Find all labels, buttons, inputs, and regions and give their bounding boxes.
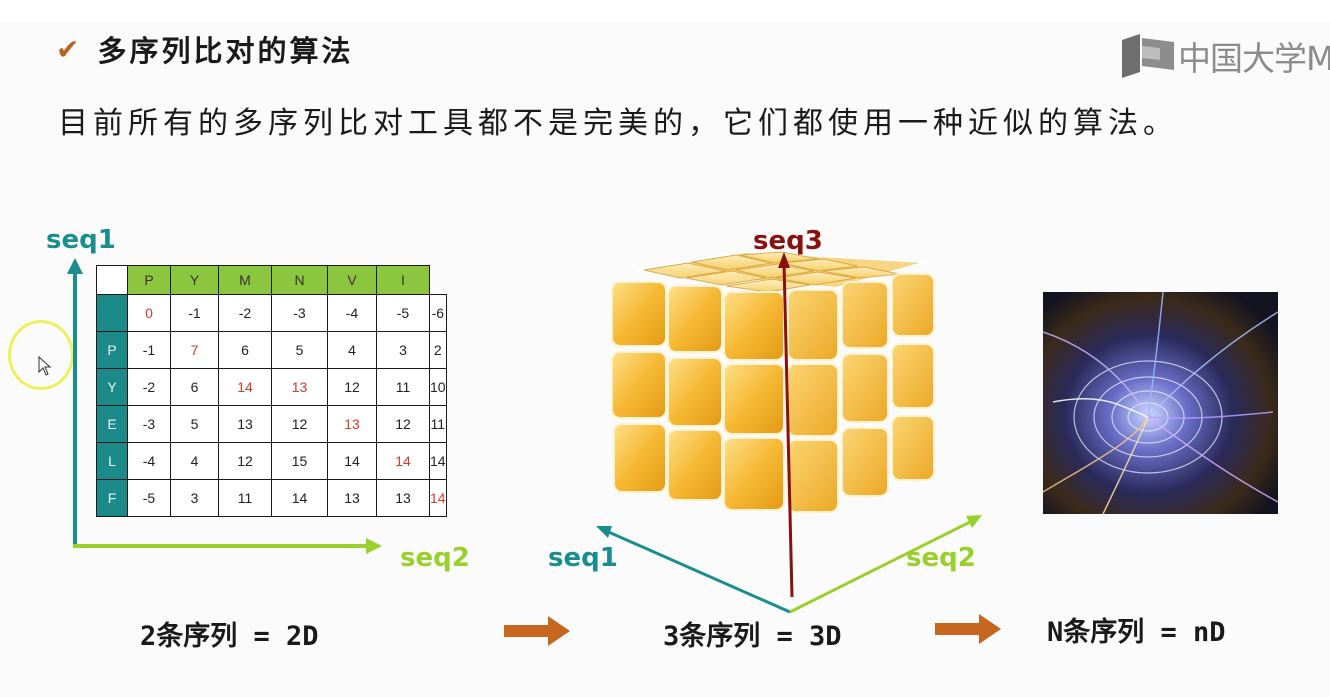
row-header: P <box>96 331 128 369</box>
seq1-label-3d: seq1 <box>548 543 618 573</box>
seq1-axis-3d <box>596 526 791 614</box>
table-cell: 12 <box>271 405 328 443</box>
row-header: F <box>96 479 128 517</box>
table-header-row: P Y M N V I <box>96 265 447 295</box>
table-row: E -3 5 13 12 13 12 11 <box>96 405 447 443</box>
table-cell: -2 <box>218 294 272 332</box>
table-cell: 5 <box>170 405 219 443</box>
col-header: M <box>218 265 272 295</box>
table-cell: 11 <box>218 479 272 517</box>
right-arrow-icon <box>504 616 570 646</box>
row-header: L <box>96 442 128 480</box>
col-header: Y <box>170 265 219 295</box>
table-cell: 15 <box>271 442 328 480</box>
table-cell: 3 <box>170 479 219 517</box>
table-row: P -1 7 6 5 4 3 2 <box>96 331 447 369</box>
table-cell: -4 <box>127 442 171 480</box>
seq2-label-2d: seq2 <box>400 543 470 573</box>
table-cell: 14 <box>429 479 447 517</box>
seq1-axis-2d <box>67 258 83 546</box>
rubiks-cube-illustration <box>596 250 982 614</box>
table-cell: -1 <box>170 294 219 332</box>
table-cell: 0 <box>127 294 171 332</box>
table-cell: -5 <box>127 479 171 517</box>
table-cell: 13 <box>218 405 272 443</box>
table-cell: 13 <box>327 405 377 443</box>
table-corner <box>96 265 128 295</box>
cursor-highlight-ring <box>8 320 74 390</box>
table-cell: 13 <box>327 479 377 517</box>
table-cell: -1 <box>127 331 171 369</box>
col-header: N <box>271 265 328 295</box>
table-row: L -4 4 12 15 14 14 14 <box>96 442 447 480</box>
mouse-pointer-icon <box>38 356 52 376</box>
table-cell: -4 <box>327 294 377 332</box>
table-cell: -3 <box>127 405 171 443</box>
table-cell: 7 <box>170 331 219 369</box>
slide-title: 多序列比对的算法 <box>97 34 354 68</box>
logo: 中国大学M <box>1120 32 1330 80</box>
title-row: ✔ 多序列比对的算法 <box>56 28 353 70</box>
table-row: 0 -1 -2 -3 -4 -5 -6 <box>96 294 447 332</box>
table-cell: 4 <box>170 442 219 480</box>
row-header: Y <box>96 368 128 406</box>
seq2-axis-2d <box>73 538 382 554</box>
col-header: V <box>327 265 377 295</box>
table-cell: 14 <box>327 442 377 480</box>
table-cell: 12 <box>327 368 377 406</box>
table-cell: 6 <box>218 331 272 369</box>
table-cell: -6 <box>429 294 447 332</box>
table-cell: -3 <box>271 294 328 332</box>
dp-matrix: P Y M N V I 0 -1 -2 -3 -4 -5 -6 P -1 7 6… <box>96 265 447 517</box>
table-cell: -2 <box>127 368 171 406</box>
table-cell: 13 <box>271 368 328 406</box>
seq2-label-3d: seq2 <box>906 543 976 573</box>
row-header <box>96 294 128 332</box>
equation-3d: 3条序列 = 3D <box>663 621 842 652</box>
right-arrow-icon <box>935 614 1001 644</box>
top-band <box>0 0 1330 22</box>
table-cell: 13 <box>376 479 430 517</box>
table-cell: 5 <box>271 331 328 369</box>
hyperspace-swirl-image <box>1043 292 1278 514</box>
equation-nd: N条序列 = nD <box>1047 617 1226 648</box>
col-header: I <box>376 265 430 295</box>
table-cell: 12 <box>376 405 430 443</box>
table-cell: 2 <box>429 331 447 369</box>
table-row: F -5 3 11 14 13 13 14 <box>96 479 447 517</box>
table-cell: 10 <box>429 368 447 406</box>
seq3-label: seq3 <box>753 226 823 256</box>
equation-2d: 2条序列 = 2D <box>140 621 319 652</box>
seq1-label-2d: seq1 <box>46 225 116 255</box>
table-row: Y -2 6 14 13 12 11 10 <box>96 368 447 406</box>
row-header: E <box>96 405 128 443</box>
table-cell: 14 <box>376 442 430 480</box>
table-cell: 12 <box>218 442 272 480</box>
table-cell: 3 <box>376 331 430 369</box>
table-cell: 14 <box>218 368 272 406</box>
table-cell: -5 <box>376 294 430 332</box>
subtitle-text: 目前所有的多序列比对工具都不是完美的，它们都使用一种近似的算法。 <box>58 106 1178 141</box>
book-logo-icon <box>1122 34 1174 78</box>
table-cell: 11 <box>376 368 430 406</box>
checkmark-icon: ✔ <box>56 32 80 66</box>
col-header: P <box>127 265 171 295</box>
table-cell: 14 <box>271 479 328 517</box>
table-cell: 14 <box>429 442 447 480</box>
table-cell: 11 <box>429 405 447 443</box>
seq2-axis-3d <box>789 515 982 614</box>
table-cell: 6 <box>170 368 219 406</box>
seq3-axis <box>778 252 794 598</box>
table-cell: 4 <box>327 331 377 369</box>
logo-text: 中国大学M <box>1178 39 1330 78</box>
